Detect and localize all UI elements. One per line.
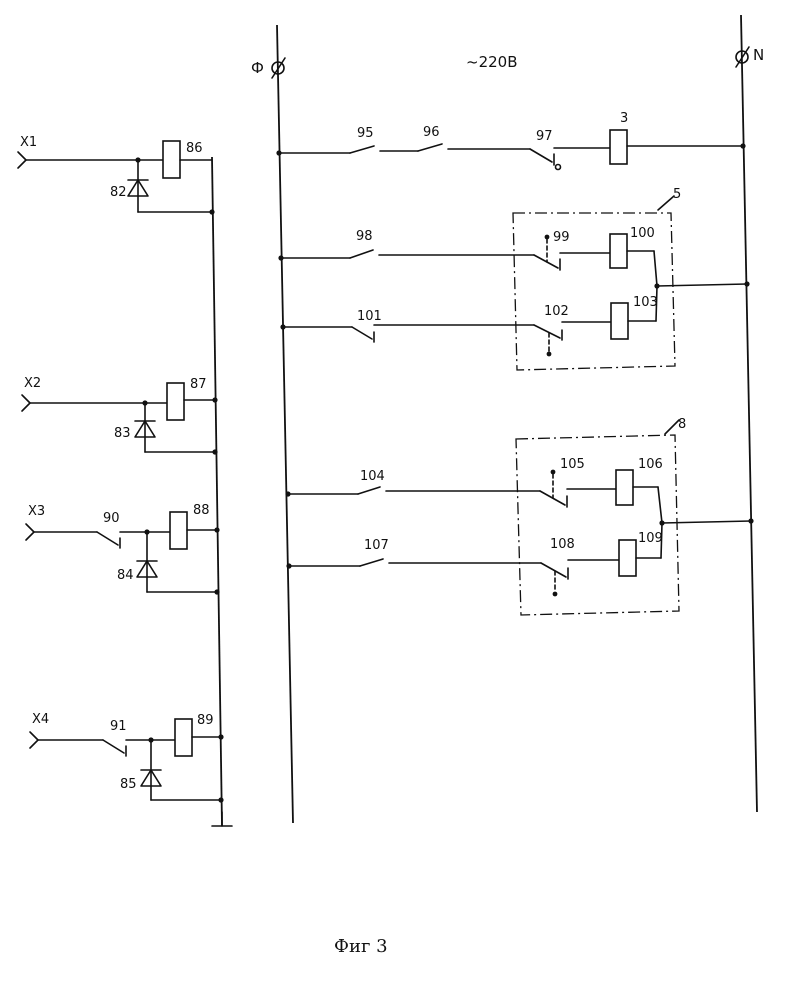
row-1 <box>279 130 743 170</box>
ground-symbol <box>212 812 232 826</box>
label-109: 109 <box>638 531 663 546</box>
contact-99 <box>534 255 558 268</box>
label-108: 108 <box>550 537 575 552</box>
contact-102 <box>534 325 560 338</box>
contact-91 <box>103 740 175 756</box>
voltage-label: ~220В <box>466 53 518 71</box>
label-100: 100 <box>630 226 655 241</box>
label-89: 89 <box>197 713 214 728</box>
label-85: 85 <box>120 777 137 792</box>
label-8: 8 <box>678 417 686 432</box>
coil-109 <box>619 540 636 576</box>
coil-100 <box>610 234 627 268</box>
label-83: 83 <box>114 426 131 441</box>
label-104: 104 <box>360 469 385 484</box>
input-x1 <box>18 152 165 168</box>
row-3 <box>283 286 657 356</box>
label-88: 88 <box>193 503 210 518</box>
label-3: 3 <box>620 111 628 126</box>
contact-101 <box>352 327 372 339</box>
label-107: 107 <box>364 538 389 553</box>
x1-label: X1 <box>20 135 37 150</box>
row-4 <box>288 470 662 523</box>
contact-108 <box>541 563 566 577</box>
label-103: 103 <box>633 295 658 310</box>
coil-103 <box>611 303 628 339</box>
label-90: 90 <box>103 511 120 526</box>
contact-98 <box>350 250 373 258</box>
row-2 <box>281 234 657 286</box>
contact-107 <box>360 559 383 566</box>
x4-label: X4 <box>32 712 49 727</box>
input-x4 <box>30 732 103 748</box>
label-105: 105 <box>560 457 585 472</box>
label-84: 84 <box>117 568 134 583</box>
figure-caption: Фиг 3 <box>334 936 388 957</box>
label-95: 95 <box>357 126 374 141</box>
label-99: 99 <box>553 230 570 245</box>
x3-label: X3 <box>28 504 45 519</box>
label-86: 86 <box>186 141 203 156</box>
contact-90 <box>97 532 170 548</box>
neutral-label: N <box>753 46 764 64</box>
label-102: 102 <box>544 304 569 319</box>
label-91: 91 <box>110 719 127 734</box>
row-5 <box>289 523 662 596</box>
phase-bus <box>277 25 293 823</box>
contact-97 <box>530 149 552 162</box>
phase-label: Ф <box>251 59 264 77</box>
label-101: 101 <box>357 309 382 324</box>
contact-95 <box>350 146 374 153</box>
neutral-bus <box>741 15 757 812</box>
x2-label: X2 <box>24 376 41 391</box>
label-96: 96 <box>423 125 440 140</box>
label-82: 82 <box>110 185 127 200</box>
coil-106 <box>616 470 633 505</box>
coil-3 <box>610 130 627 164</box>
contact-104 <box>358 487 380 494</box>
label-97: 97 <box>536 129 553 144</box>
label-106: 106 <box>638 457 663 472</box>
label-5: 5 <box>673 187 681 202</box>
contact-96 <box>418 144 442 151</box>
label-87: 87 <box>190 377 207 392</box>
input-x3 <box>26 524 97 540</box>
label-98: 98 <box>356 229 373 244</box>
